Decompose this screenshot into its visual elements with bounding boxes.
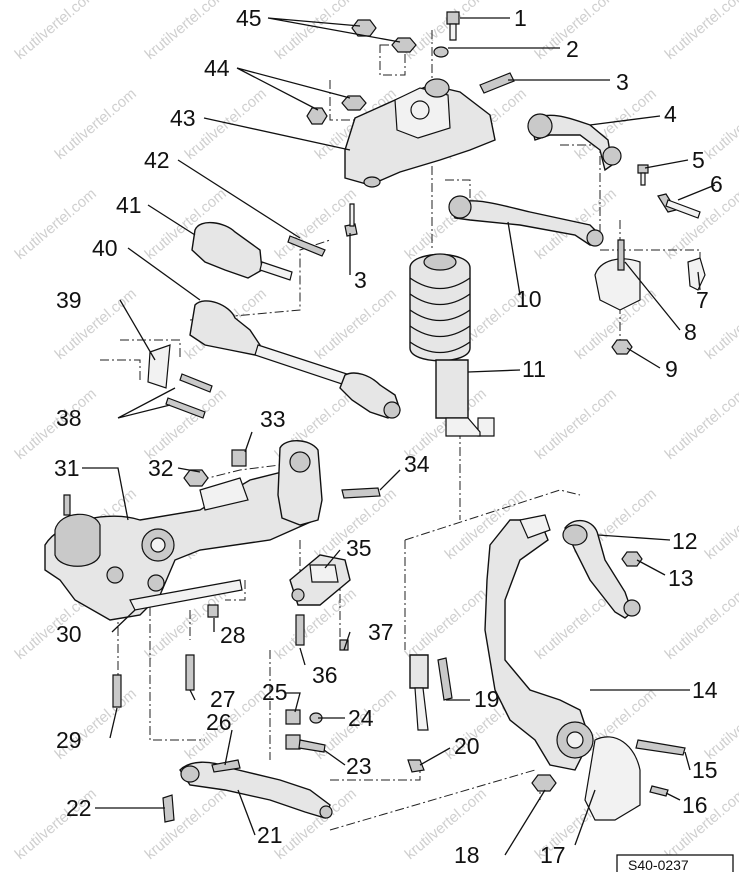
callout-42: 42 <box>144 147 170 173</box>
drawing-code: S40-0237 <box>628 857 689 872</box>
watermark-text: krutilvertel.com <box>662 385 739 463</box>
callout-5: 5 <box>692 147 705 173</box>
coil-spring-strut-11 <box>409 253 495 437</box>
watermark-text: krutilvertel.com <box>312 285 400 363</box>
callout-18: 18 <box>454 842 480 868</box>
watermark-text: krutilvertel.com <box>272 0 360 63</box>
upper-arm-4 <box>527 113 622 172</box>
callout-11: 11 <box>522 356 546 382</box>
callout-34: 34 <box>404 451 430 477</box>
stabilizer-link-19 <box>407 654 453 773</box>
watermark-text: krutilvertel.com <box>142 385 230 463</box>
watermark-text: krutilvertel.com <box>402 185 490 263</box>
assembly-lines <box>100 30 701 831</box>
callout-33: 33 <box>260 406 286 432</box>
watermark-text: krutilvertel.com <box>702 485 739 563</box>
watermark-text: krutilvertel.com <box>402 585 490 663</box>
callout-4: 4 <box>664 101 677 127</box>
watermark-text: krutilvertel.com <box>662 585 739 663</box>
nuts-44-45 <box>306 19 417 125</box>
subframe-30-31 <box>44 469 321 621</box>
callout-12: 12 <box>672 528 698 554</box>
callout-labels: 1 2 3 3 4 5 6 7 8 9 10 11 12 13 14 15 16… <box>54 5 723 868</box>
watermark-text: krutilvertel.com <box>662 0 739 63</box>
brake-shield-15-16-17 <box>531 736 686 821</box>
callout-27: 27 <box>210 686 236 712</box>
callout-19: 19 <box>474 686 500 712</box>
drive-shaft-40 <box>189 300 401 419</box>
callout-37: 37 <box>368 619 394 645</box>
callout-10: 10 <box>516 286 542 312</box>
callout-29: 29 <box>56 727 82 753</box>
callout-39: 39 <box>56 287 82 313</box>
callout-31: 31 <box>54 455 80 481</box>
callout-23: 23 <box>346 753 372 779</box>
callout-6: 6 <box>710 171 723 197</box>
callout-17: 17 <box>540 842 566 868</box>
bracket-35-36-37 <box>289 554 351 651</box>
callout-14: 14 <box>692 677 718 703</box>
callout-30: 30 <box>56 621 82 647</box>
callout-35: 35 <box>346 535 372 561</box>
watermark-text: krutilvertel.com <box>532 385 620 463</box>
callout-28: 28 <box>220 622 246 648</box>
callout-22: 22 <box>66 795 92 821</box>
callout-24: 24 <box>348 705 374 731</box>
bolts-5-6 <box>637 164 701 219</box>
strut-mount-43 <box>344 78 496 188</box>
callout-20: 20 <box>454 733 480 759</box>
bolts-1-2-3 <box>344 11 515 237</box>
callout-21: 21 <box>257 822 283 848</box>
watermark-text: krutilvertel.com <box>702 85 739 163</box>
watermark-text: krutilvertel.com <box>662 185 739 263</box>
callout-43: 43 <box>170 105 196 131</box>
callout-9: 9 <box>665 356 678 382</box>
brackets-7-8-9 <box>594 239 706 355</box>
callout-16: 16 <box>682 792 708 818</box>
callout-25: 25 <box>262 679 288 705</box>
callout-45: 45 <box>236 5 262 31</box>
leader-lines <box>82 17 716 856</box>
upper-arm-10 <box>448 195 604 247</box>
callout-7: 7 <box>696 287 709 313</box>
callout-15: 15 <box>692 757 718 783</box>
bolts-27-29-28 <box>112 604 219 708</box>
watermark-text: krutilvertel.com <box>12 185 100 263</box>
wheel-bearing-housing-14 <box>484 514 594 771</box>
callout-3: 3 <box>616 69 629 95</box>
callout-2: 2 <box>566 36 579 62</box>
cv-joint-41 <box>191 222 293 281</box>
callout-26: 26 <box>206 709 232 735</box>
callout-8: 8 <box>684 319 697 345</box>
bushings-23-24-25-26 <box>211 709 326 773</box>
drawing-code-box: S40-0237 <box>616 854 734 876</box>
watermark-text: krutilvertel.com <box>142 0 230 63</box>
watermark-text: krutilvertel.com <box>12 0 100 63</box>
callout-44: 44 <box>204 55 230 81</box>
callout-32: 32 <box>148 455 174 481</box>
callout-3: 3 <box>354 267 367 293</box>
wishbone-12-13 <box>562 519 643 619</box>
bushing-33-34 <box>183 440 381 526</box>
callout-13: 13 <box>668 565 694 591</box>
callout-1: 1 <box>514 5 527 31</box>
callout-36: 36 <box>312 662 338 688</box>
callout-41: 41 <box>116 192 142 218</box>
bolts-38-39-42 <box>147 235 326 419</box>
callout-38: 38 <box>56 405 82 431</box>
watermark-text: krutilvertel.com <box>52 85 140 163</box>
callout-40: 40 <box>92 235 118 261</box>
watermark-text: krutilvertel.com <box>142 785 230 863</box>
